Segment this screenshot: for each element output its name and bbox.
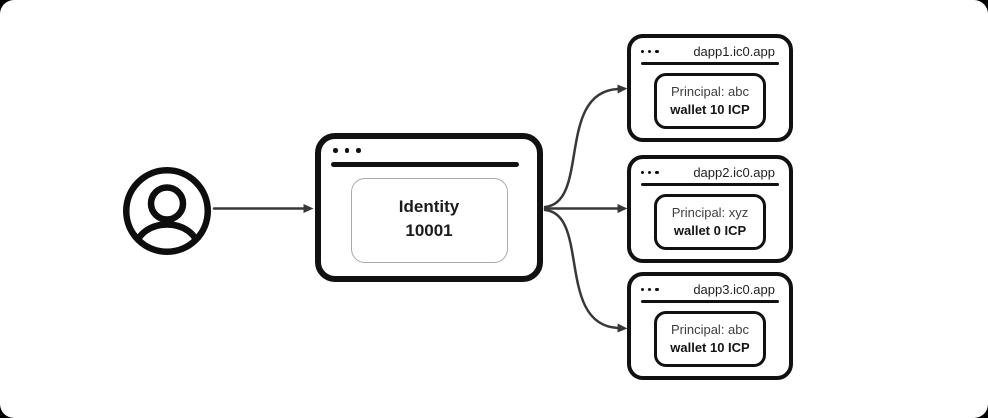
dapp2-window: dapp2.ic0.app Principal: xyz wallet 0 IC… — [627, 155, 793, 263]
dapp2-wallet-card: Principal: xyz wallet 0 ICP — [654, 194, 766, 250]
dapp3-url: dapp3.ic0.app — [693, 282, 775, 297]
user-icon — [122, 166, 212, 256]
address-bar — [331, 161, 519, 167]
arrow-identity-to-dapp3 — [543, 208, 628, 333]
dapp3-principal: Principal: abc — [670, 322, 750, 337]
arrow-identity-to-dapp1 — [543, 84, 628, 209]
dapp1-header: dapp1.ic0.app — [641, 44, 775, 59]
dapp1-window: dapp1.ic0.app Principal: abc wallet 10 I… — [627, 34, 793, 142]
dapp2-principal: Principal: xyz — [671, 205, 749, 220]
address-bar — [641, 183, 779, 186]
dapp1-url: dapp1.ic0.app — [693, 44, 775, 59]
identity-number: 10001 — [405, 220, 453, 240]
window-menu-dots-icon — [333, 148, 537, 153]
identity-label: Identity — [398, 196, 460, 216]
dapp1-wallet-card: Principal: abc wallet 10 ICP — [654, 73, 766, 129]
dapp2-url: dapp2.ic0.app — [693, 165, 775, 180]
dapp3-wallet-balance: wallet 10 ICP — [670, 340, 750, 355]
dapp3-window: dapp3.ic0.app Principal: abc wallet 10 I… — [627, 272, 793, 380]
window-menu-dots-icon — [641, 287, 659, 292]
dapp1-principal: Principal: abc — [670, 84, 750, 99]
dapp1-wallet-balance: wallet 10 ICP — [670, 102, 750, 117]
address-bar — [641, 62, 779, 65]
dapp2-header: dapp2.ic0.app — [641, 165, 775, 180]
window-menu-dots-icon — [641, 49, 659, 54]
dapp3-header: dapp3.ic0.app — [641, 282, 775, 297]
address-bar — [641, 300, 779, 303]
dapp3-wallet-card: Principal: abc wallet 10 ICP — [654, 311, 766, 367]
dapp2-wallet-balance: wallet 0 ICP — [673, 223, 747, 238]
identity-window: Identity 10001 — [315, 133, 543, 282]
window-menu-dots-icon — [641, 170, 659, 175]
identity-card: Identity 10001 — [350, 177, 508, 263]
